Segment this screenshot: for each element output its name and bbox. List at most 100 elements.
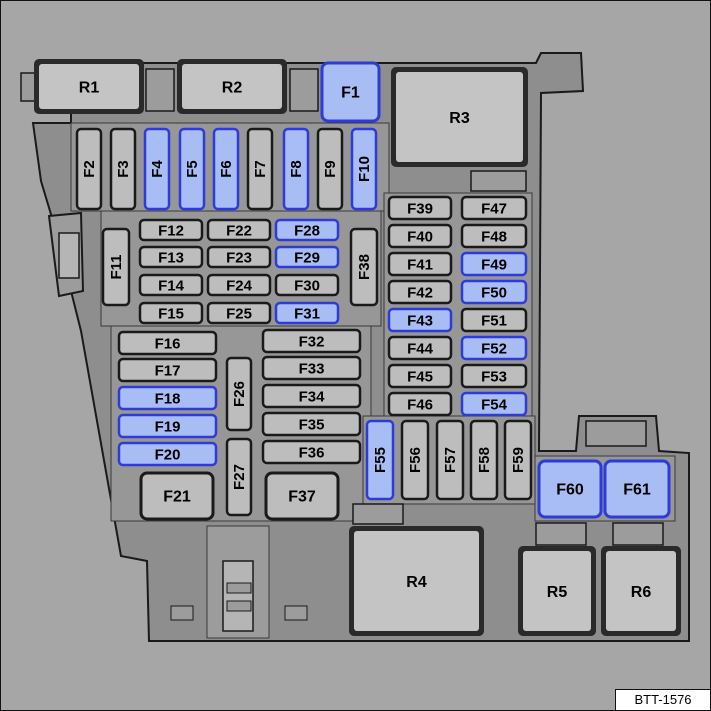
fuse-label: F25 [226,306,252,323]
fuse-f16: F16 [117,330,218,356]
fuse-f43: F43 [387,307,453,333]
fuse-f58: F58 [469,419,499,501]
fuse-body [206,218,272,242]
fuse-f9: F9 [316,127,344,211]
fuse-f45: F45 [387,363,453,389]
fuse-label: F27 [231,464,248,490]
fuse-label: F38 [356,254,373,280]
fuse-f13: F13 [138,245,204,269]
fuse-label: F42 [407,285,433,302]
relay-label: R4 [406,574,427,591]
fuse-label: F7 [252,160,269,178]
fuse-f28: F28 [274,218,340,242]
fuse-f27: F27 [225,437,253,517]
relay-r3: R3 [391,67,528,167]
fuse-f14: F14 [138,273,204,297]
fuse-label: F19 [155,419,181,436]
fuse-f21: F21 [139,471,215,521]
fuse-body [117,330,218,356]
fuse-f3: F3 [109,127,137,211]
fuse-body [387,251,453,277]
fuse-f12: F12 [138,218,204,242]
fuse-label: F32 [299,334,325,351]
fuse-label: F18 [155,391,181,408]
fuse-body [138,273,204,297]
fuse-body [460,195,528,221]
fuse-label: F29 [294,250,320,267]
fuse-body [261,383,362,409]
fuse-body [212,127,240,211]
fuse-body [274,245,340,269]
fuse-body [350,127,378,211]
fuse-label: F47 [481,201,507,218]
fuse-label: F17 [155,363,181,380]
fuse-label: F31 [294,306,320,323]
fuse-body [387,363,453,389]
relay-r4: R4 [349,526,484,636]
relay-label: R3 [449,110,470,127]
fuse-body [274,218,340,242]
fuse-body [109,127,137,211]
fuse-f56: F56 [400,419,430,501]
fuse-f61: F61 [603,459,671,519]
fuse-f41: F41 [387,251,453,277]
fuse-f26: F26 [225,356,253,432]
fuse-f6: F6 [212,127,240,211]
fuse-f52: F52 [460,335,528,361]
fuse-label: F33 [299,361,325,378]
fuse-body [387,335,453,361]
fuse-label: F16 [155,336,181,353]
fuse-body [387,391,453,417]
fuse-label: F39 [407,201,433,218]
fuse-label: F52 [481,341,507,358]
fuse-body [274,301,340,325]
fuse-f32: F32 [261,328,362,354]
relay-r1: R1 [34,59,144,114]
fuse-f4: F4 [143,127,171,211]
fuse-f10: F10 [350,127,378,211]
fuse-label: F2 [81,160,98,178]
relay-face [523,551,591,631]
fuse-label: F6 [218,160,235,178]
relay-face [396,72,523,162]
fuse-body [117,413,218,439]
fuse-f51: F51 [460,307,528,333]
relay-label: R6 [631,584,652,601]
fuse-body [206,301,272,325]
fuse-f57: F57 [435,419,465,501]
relay-r6: R6 [601,546,681,636]
fuse-body [138,245,204,269]
relay-face [354,531,479,631]
fuse-f15: F15 [138,301,204,325]
fuse-f42: F42 [387,279,453,305]
fuse-f38: F38 [349,227,379,307]
fuse-f8: F8 [282,127,310,211]
fuse-body [460,223,528,249]
fuse-label: F12 [158,223,184,240]
fuse-body [316,127,344,211]
fuse-label: F48 [481,229,507,246]
fuse-label: F44 [407,341,434,358]
fuse-label: F9 [322,160,339,178]
fuse-f53: F53 [460,363,528,389]
fuse-body [349,227,379,307]
fuse-body [225,437,253,517]
fuse-label: F1 [341,85,360,102]
fuse-body [264,471,340,521]
fuse-label: F40 [407,229,433,246]
fuse-body [387,195,453,221]
fuse-f60: F60 [537,459,603,519]
fuse-label: F55 [372,447,389,473]
fuse-body [387,223,453,249]
fuse-body [246,127,274,211]
fuse-label: F30 [294,278,320,295]
fuse-body [117,357,218,383]
fuse-body [261,439,362,465]
fuse-label: F21 [163,489,191,506]
fuse-body [75,127,103,211]
fuse-f47: F47 [460,195,528,221]
fuse-label: F5 [184,160,201,178]
fuse-label: F28 [294,223,320,240]
